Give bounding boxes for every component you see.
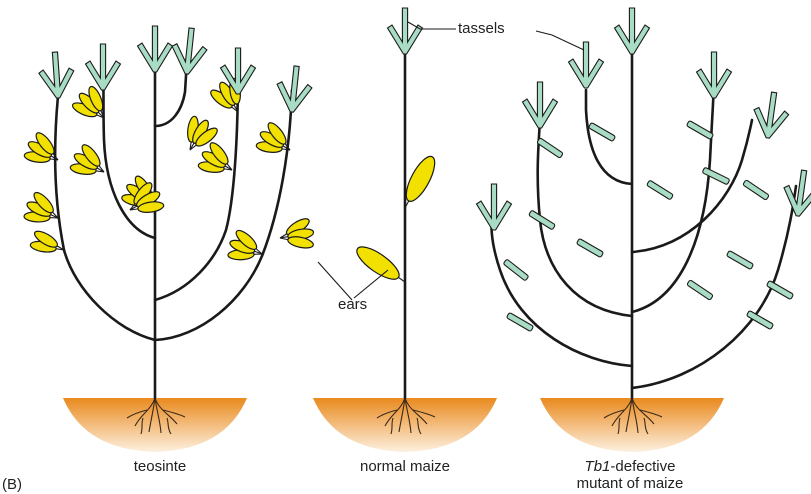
stem: [155, 60, 187, 126]
caption-normal-maize: normal maize: [340, 458, 470, 475]
tassel: [615, 8, 650, 54]
tassel-shape: [750, 90, 791, 140]
tassel-shape: [86, 44, 121, 90]
tassel-shape: [274, 64, 314, 113]
tassels-leader-line: [408, 22, 456, 29]
leaf-stub-shape: [687, 280, 714, 301]
label-leader-lines: [318, 22, 584, 300]
tassel: [37, 51, 75, 99]
leaf-stub-shape: [588, 122, 615, 141]
leaf-stub: [506, 312, 533, 331]
leaf-stub: [588, 122, 615, 141]
leaf-stub: [576, 238, 603, 257]
ear: [287, 235, 315, 250]
caption-mutant-suffix: -defective: [610, 458, 675, 475]
leaf-stub: [687, 280, 714, 301]
ears-label: ears: [338, 296, 367, 313]
leaf-stub: [647, 180, 674, 200]
caption-mutant-line1: Tb1-defective: [545, 458, 715, 475]
leaf-stub-shape: [743, 180, 770, 201]
tassels-label: tassels: [458, 20, 505, 37]
caption-mutant-line2: mutant of maize: [545, 475, 715, 492]
leaf-stub: [726, 250, 753, 269]
tassel: [477, 184, 512, 230]
caption-teosinte: teosinte: [120, 458, 200, 475]
tassel-shape: [523, 82, 558, 128]
tassel: [750, 90, 791, 140]
leaf-stub: [686, 120, 713, 139]
tassel: [274, 64, 314, 113]
leaf-stub: [537, 138, 564, 159]
tassels-leader-line: [536, 31, 584, 50]
tassel-shape: [37, 51, 75, 99]
leaf-stub-shape: [702, 167, 730, 185]
leaf-stub: [702, 167, 730, 185]
leaf-stub-shape: [686, 120, 713, 139]
tassel-shape: [388, 8, 423, 54]
leaf-stub-shape: [537, 138, 564, 159]
tassel: [169, 26, 209, 75]
plant-stems: [55, 32, 796, 398]
tassel-shape: [169, 26, 209, 75]
leaf-stub-shape: [647, 180, 674, 200]
tassel: [388, 8, 423, 54]
tassel-shape: [615, 8, 650, 54]
leaf-stub-shape: [506, 312, 533, 331]
leaf-stub: [503, 259, 529, 281]
plant-ears: [24, 78, 441, 285]
tassel-shape: [138, 26, 173, 72]
caption-mutant-maize: Tb1-defective mutant of maize: [545, 458, 715, 492]
tassel-shape: [569, 42, 604, 88]
tassel-shape: [477, 184, 512, 230]
leaf-stub: [743, 180, 770, 201]
soil-mound: [540, 398, 724, 452]
stem: [492, 210, 632, 366]
caption-mutant-gene: Tb1: [585, 458, 611, 475]
ear: [401, 153, 440, 206]
soil-mound: [63, 398, 247, 452]
tassel: [697, 52, 732, 98]
tassel: [569, 42, 604, 88]
tassel-shape: [697, 52, 732, 98]
leaf-stub-shape: [726, 250, 753, 269]
soil-mound: [313, 398, 497, 452]
leaf-stub-shape: [576, 238, 603, 257]
panel-label: (B): [2, 476, 22, 493]
ears-leader-line: [318, 262, 352, 300]
tassel: [138, 26, 173, 72]
leaf-stub-shape: [503, 259, 529, 281]
tassel: [86, 44, 121, 90]
tassel: [523, 82, 558, 128]
ears-leader-line: [354, 270, 388, 298]
soil-mounds: [63, 398, 724, 452]
